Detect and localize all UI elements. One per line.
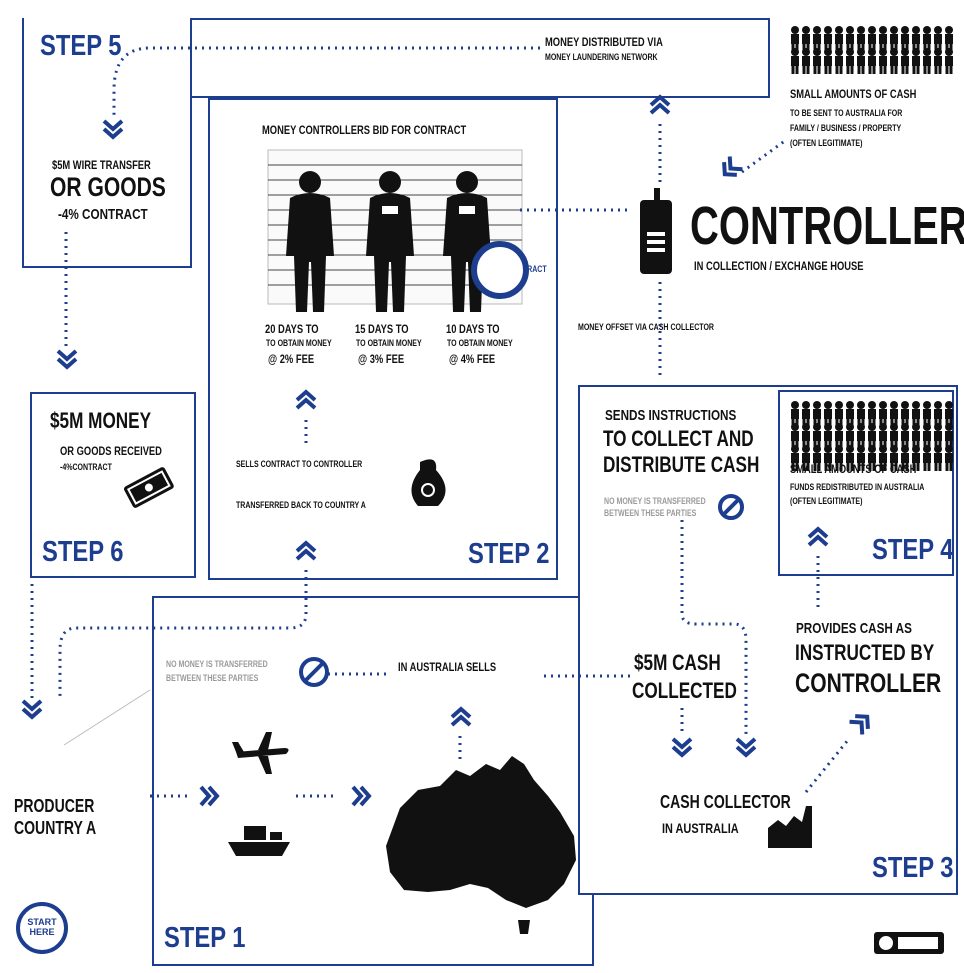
bid3-fee: @ 4% FEE [449,352,496,366]
instructions-note1: NO MONEY IS TRANSFERRED [604,496,706,506]
step2-label: STEP 2 [468,538,550,570]
provides-line3: CONTROLLER [795,668,942,698]
bid2-obtain: TO OBTAIN MONEY [356,338,422,348]
step6-label: STEP 6 [42,536,124,568]
bid2-days: 15 DAYS TO [355,322,409,336]
producer-line2: COUNTRY A [14,818,97,838]
step3-label: STEP 3 [872,852,954,884]
instructions-line1: SENDS INSTRUCTIONS [605,407,737,424]
here-label: HERE [29,927,55,937]
step5-label: STEP 5 [40,30,122,62]
bid1-obtain: TO OBTAIN MONEY [266,338,332,348]
start-label: START [27,917,57,927]
step5-wire-transfer: $5M WIRE TRANSFER [52,158,151,172]
bid3-days: 10 DAYS TO [446,322,500,336]
crowd-top-icon [791,26,953,74]
step4-line2: FUNDS REDISTRIBUTED IN AUSTRALIA [790,482,925,492]
bid1-fee: @ 2% FEE [268,352,315,366]
controller-title: CONTROLLER [690,196,964,256]
small-cash-top-line2: TO BE SENT TO AUSTRALIA FOR [790,108,903,118]
start-here-badge[interactable]: START HERE [16,902,68,954]
step1-panel [152,596,594,966]
step5-contract: -4% CONTRACT [58,206,148,223]
step1-note1: NO MONEY IS TRANSFERRED [166,659,268,669]
cash-collected-line2: COLLECTED [632,678,737,703]
bid1-days: 20 DAYS TO [265,322,319,336]
controller-subtitle: IN COLLECTION / EXCHANGE HOUSE [694,259,864,273]
arrow-down-icon [56,349,78,369]
step6-contract: -4%CONTRACT [60,462,112,472]
collector-line1: CASH COLLECTOR [660,792,791,812]
cash-collected-line1: $5M CASH [634,650,721,675]
small-cash-top-line1: SMALL AMOUNTS OF CASH [790,87,917,101]
arrow-down-icon [21,699,43,719]
step4-line3: (OFTEN LEGITIMATE) [790,496,863,506]
step5-or-goods: OR GOODS [50,172,166,202]
distributed-line2: MONEY LAUNDERING NETWORK [545,52,658,62]
money-offset: MONEY OFFSET VIA CASH COLLECTOR [578,322,715,332]
provides-line1: PROVIDES CASH AS [796,620,912,637]
sells-contract: SELLS CONTRACT TO CONTROLLER [236,459,363,469]
step1-label: STEP 1 [164,922,246,954]
step4-line1: SMALL AMOUNTS OF CASH [790,462,917,476]
transferred-back: TRANSFERRED BACK TO COUNTRY A [236,500,366,510]
step2-title: MONEY CONTROLLERS BID FOR CONTRACT [262,123,467,137]
step6-money: $5M MONEY [50,408,152,433]
winner-label: WINS CONTRACT [487,264,547,274]
producer-line1: PRODUCER [14,796,95,816]
instructions-note2: BETWEEN THESE PARTIES [604,508,697,518]
bid2-fee: @ 3% FEE [358,352,405,366]
instructions-line2: TO COLLECT AND [603,426,754,451]
grey-connector [63,689,151,746]
collector-line2: IN AUSTRALIA [662,820,739,836]
provides-line2: INSTRUCTED BY [795,640,935,665]
arrow-up-icon [649,95,671,115]
bid3-obtain: TO OBTAIN MONEY [447,338,513,348]
small-cash-top-line4: (OFTEN LEGITIMATE) [790,138,863,148]
step4-label: STEP 4 [872,534,954,566]
arrow-diagonal-icon [718,157,742,181]
step6-goods: OR GOODS RECEIVED [60,444,162,458]
small-cash-top-line3: FAMILY / BUSINESS / PROPERTY [790,123,902,133]
distributed-line1: MONEY DISTRIBUTED VIA [545,35,663,49]
step1-note2: BETWEEN THESE PARTIES [166,673,259,683]
license-icon [874,932,944,954]
radio-icon [640,188,672,274]
step1-sells: IN AUSTRALIA SELLS [398,660,497,674]
instructions-line3: DISTRIBUTE CASH [603,452,760,477]
